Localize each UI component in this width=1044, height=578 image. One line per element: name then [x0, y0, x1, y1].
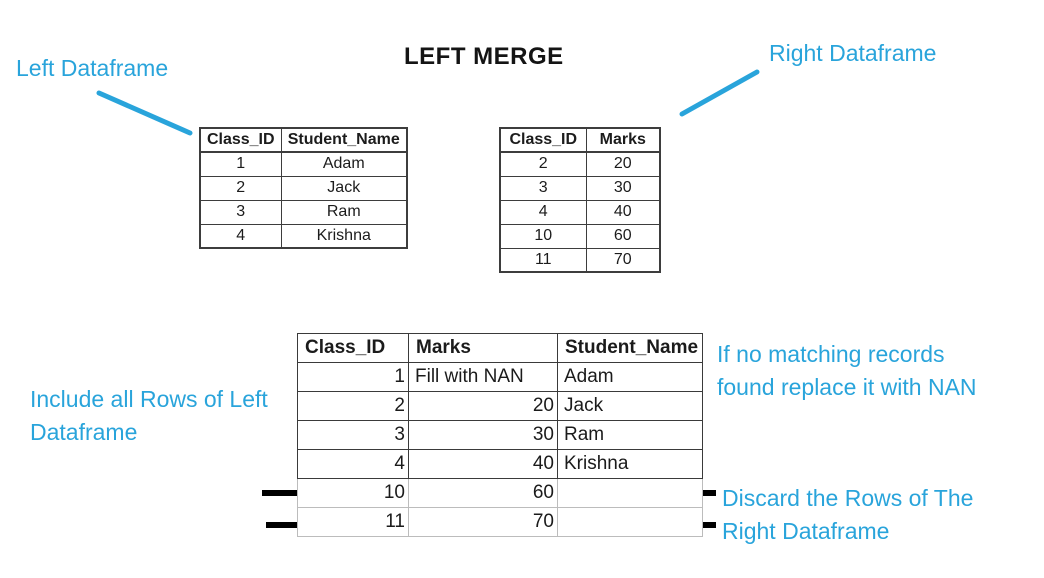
cell-student-name: Krishna	[280, 223, 408, 249]
header-row: Class_ID Marks	[499, 127, 661, 153]
cell-class-id: 11	[297, 507, 409, 537]
left-dataframe-label: Left Dataframe	[16, 55, 169, 81]
cell-class-id: 4	[297, 449, 409, 479]
cell-student-name: Adam	[556, 362, 704, 392]
note-line: found replace it with NAN	[717, 374, 977, 400]
cell-student-name	[556, 507, 704, 537]
column-header-class-id: Class_ID	[199, 127, 282, 153]
note-line: Discard the Rows of The	[722, 485, 974, 511]
left-pointer-line	[96, 90, 193, 136]
cell-marks: 70	[585, 247, 661, 273]
cell-marks: Fill with NAN	[408, 362, 558, 392]
column-header-marks: Marks	[408, 333, 558, 363]
cell-class-id: 11	[499, 247, 587, 273]
table-row: 4 40 Krishna	[297, 449, 704, 479]
cell-class-id: 3	[499, 175, 587, 201]
cell-student-name: Jack	[556, 391, 704, 421]
cell-marks: 70	[408, 507, 558, 537]
cell-student-name: Jack	[280, 175, 408, 201]
column-header-marks: Marks	[585, 127, 661, 153]
cell-student-name: Ram	[556, 420, 704, 450]
column-header-class-id: Class_ID	[297, 333, 409, 363]
cell-marks: 20	[585, 151, 661, 177]
note-line: If no matching records	[717, 341, 945, 367]
cell-class-id: 2	[499, 151, 587, 177]
note-line: Right Dataframe	[722, 518, 890, 544]
cell-marks: 30	[585, 175, 661, 201]
table-row: 3 Ram	[199, 199, 408, 225]
column-header-class-id: Class_ID	[499, 127, 587, 153]
cell-student-name: Adam	[280, 151, 408, 177]
table-row: 4 40	[499, 199, 661, 225]
nan-replace-note: If no matching records found replace it …	[717, 338, 977, 404]
cell-class-id: 1	[297, 362, 409, 392]
right-dataframe-table: Class_ID Marks 2 20 3 30 4 40 10 60 11	[499, 127, 661, 273]
cell-marks: 30	[408, 420, 558, 450]
cell-class-id: 10	[297, 478, 409, 508]
table-row: 2 20 Jack	[297, 391, 704, 421]
table-row: 3 30	[499, 175, 661, 201]
cell-class-id: 1	[199, 151, 282, 177]
include-rows-note: Include all Rows of Left Dataframe	[30, 383, 268, 449]
cell-student-name	[556, 478, 704, 508]
note-line: Include all Rows of Left	[30, 386, 268, 412]
table-row: 3 30 Ram	[297, 420, 704, 450]
cell-class-id: 4	[499, 199, 587, 225]
table-row-discarded: 11 70	[297, 507, 704, 537]
cell-marks: 60	[408, 478, 558, 508]
cell-marks: 20	[408, 391, 558, 421]
table-row: 4 Krishna	[199, 223, 408, 249]
table-row: 10 60	[499, 223, 661, 249]
cell-class-id: 2	[199, 175, 282, 201]
note-line: Dataframe	[30, 419, 138, 445]
cell-student-name: Krishna	[556, 449, 704, 479]
column-header-student-name: Student_Name	[556, 333, 704, 363]
cell-marks: 40	[408, 449, 558, 479]
header-row: Class_ID Marks Student_Name	[297, 333, 704, 363]
cell-class-id: 3	[297, 420, 409, 450]
table-row: 11 70	[499, 247, 661, 273]
header-row: Class_ID Student_Name	[199, 127, 408, 153]
table-row: 2 20	[499, 151, 661, 177]
cell-marks: 40	[585, 199, 661, 225]
table-row: 1 Adam	[199, 151, 408, 177]
cell-class-id: 10	[499, 223, 587, 249]
right-dataframe-label: Right Dataframe	[769, 40, 937, 66]
cell-marks: 60	[585, 223, 661, 249]
right-pointer-line	[679, 69, 760, 117]
table-row-discarded: 10 60	[297, 478, 704, 508]
cell-class-id: 4	[199, 223, 282, 249]
page-title: LEFT MERGE	[404, 43, 564, 70]
cell-class-id: 2	[297, 391, 409, 421]
table-row: 1 Fill with NAN Adam	[297, 362, 704, 392]
column-header-student-name: Student_Name	[280, 127, 408, 153]
discard-rows-note: Discard the Rows of The Right Dataframe	[722, 482, 973, 548]
table-row: 2 Jack	[199, 175, 408, 201]
cell-class-id: 3	[199, 199, 282, 225]
merged-result-table: Class_ID Marks Student_Name 1 Fill with …	[297, 333, 704, 537]
left-dataframe-table: Class_ID Student_Name 1 Adam 2 Jack 3 Ra…	[199, 127, 408, 249]
cell-student-name: Ram	[280, 199, 408, 225]
